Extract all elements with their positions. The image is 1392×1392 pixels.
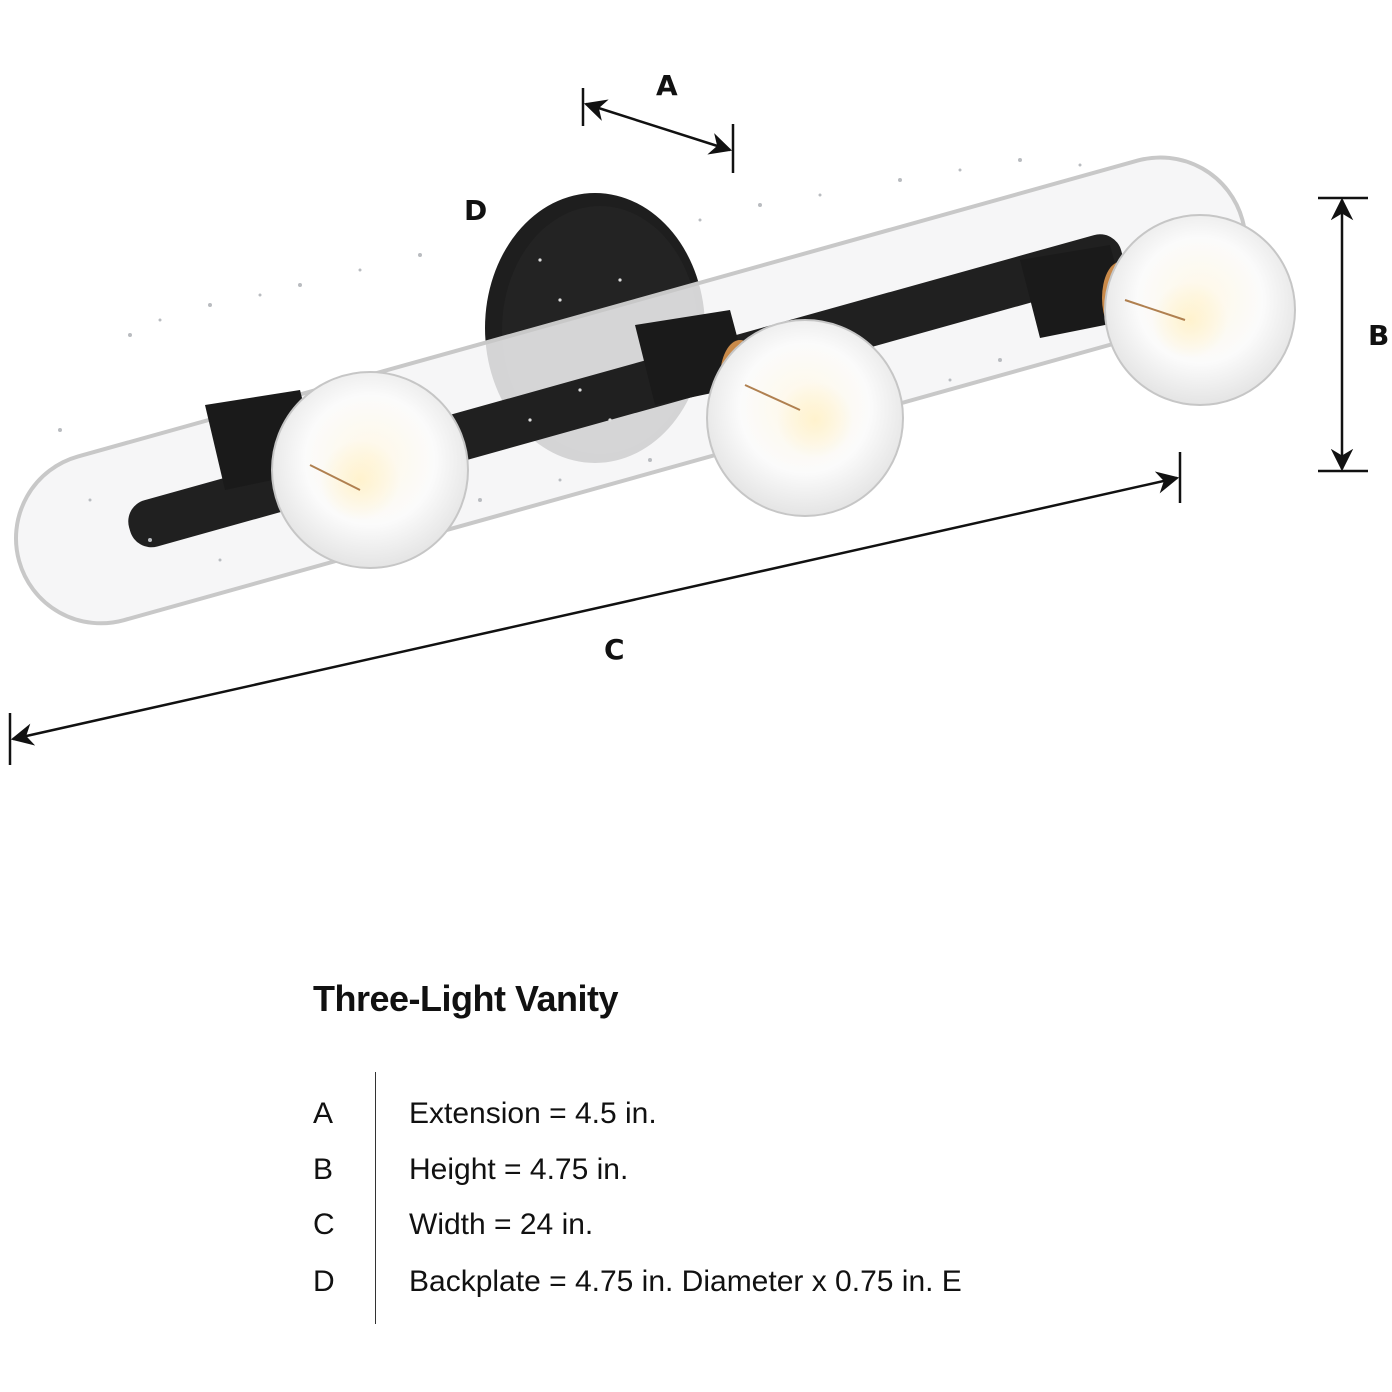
dimension-line-c xyxy=(8,452,1182,765)
spec-value: Backplate = 4.75 in. Diameter x 0.75 in.… xyxy=(409,1265,962,1298)
light-bulb-right xyxy=(1020,214,1296,406)
spec-value: Height = 4.75 in. xyxy=(409,1153,629,1186)
dimension-label-b: B xyxy=(1368,319,1390,352)
dimension-label-d: D xyxy=(464,194,488,227)
dimension-line-b xyxy=(1318,196,1368,473)
light-bulb-middle xyxy=(635,310,904,517)
dimension-label-a: A xyxy=(656,69,678,102)
spec-key: C xyxy=(313,1208,335,1241)
spec-value: Width = 24 in. xyxy=(409,1208,594,1241)
spec-key: A xyxy=(313,1097,334,1130)
spec-divider xyxy=(375,1072,376,1324)
dimension-label-c: C xyxy=(604,633,625,666)
spec-key: D xyxy=(313,1265,335,1298)
fixture-dimension-diagram: A B C D xyxy=(8,69,1390,765)
product-title: Three-Light Vanity xyxy=(313,978,619,1019)
dimension-line-a xyxy=(581,88,735,173)
spec-key: B xyxy=(313,1153,334,1186)
spec-value: Extension = 4.5 in. xyxy=(409,1097,657,1130)
